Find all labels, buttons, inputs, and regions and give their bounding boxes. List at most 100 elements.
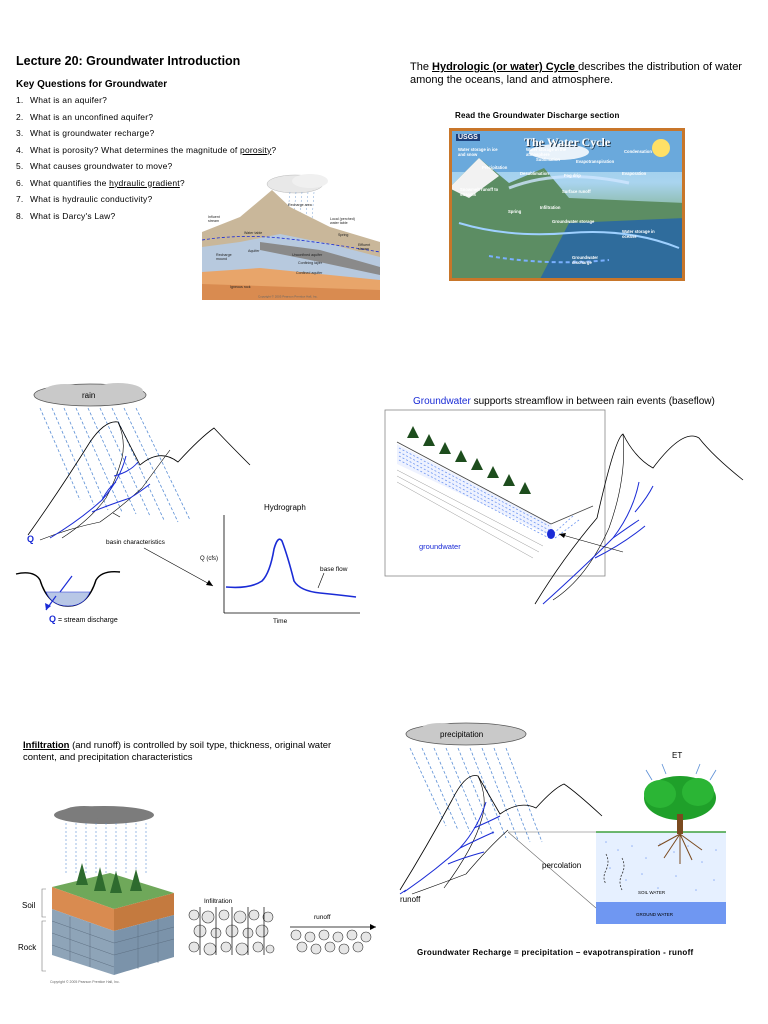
question-number: 4.: [16, 144, 24, 155]
hydrograph-curve: [225, 538, 357, 598]
infiltration-rest: (and runoff) is controlled by soil type,…: [23, 740, 332, 763]
intro-rest: describes the distribution of water amon…: [410, 61, 742, 86]
water-cycle-label: Groundwater storage: [552, 219, 595, 224]
svg-text:Aquifer: Aquifer: [248, 249, 260, 253]
svg-text:Unconfined aquifer: Unconfined aquifer: [292, 253, 323, 257]
question-item: 6.What quantifies the hydraulic gradient…: [16, 175, 276, 192]
precipitation-cloud-label: precipitation: [440, 730, 483, 739]
rain-streaks: [39, 407, 191, 523]
svg-text:Confining layer: Confining layer: [298, 261, 323, 265]
rock-label: Rock: [18, 943, 37, 952]
recharge-diagram: precipitation runoff SOIL WATER GROUND W…: [399, 722, 726, 924]
soil-block-diagram: Soil Rock Copyright © 2005 Pearson Prent…: [18, 806, 376, 984]
hydrograph-title: Hydrograph: [264, 503, 306, 512]
et-arrows: [645, 763, 717, 781]
svg-text:Effluent: Effluent: [358, 243, 370, 247]
question-item: 8.What is Darcy's Law?: [16, 208, 276, 225]
question-item: 5. What causes groundwater to move?: [16, 158, 276, 175]
question-text: What is an aquifer?: [30, 95, 108, 105]
rain-cloud: [33, 383, 147, 407]
question-item: 3.What is groundwater recharge?: [16, 125, 276, 142]
question-number: 7.: [16, 194, 24, 204]
water-cycle-label: Desublimation: [520, 171, 549, 176]
stream-point: [547, 529, 555, 539]
question-text: What causes groundwater to move?: [30, 161, 173, 171]
water-cycle-label: Evaporation: [622, 171, 647, 176]
svg-text:mound: mound: [216, 257, 227, 261]
q-def-symbol: Q: [49, 614, 56, 624]
hydrograph-xlabel: Time: [273, 618, 288, 625]
water-cycle-label: Fog drip: [564, 173, 581, 178]
soil-water-label: SOIL WATER: [638, 890, 666, 895]
hydrograph-chart: Hydrograph Q (cfs) Time base flow: [200, 503, 360, 625]
question-item: 1. What is an aquifer?: [16, 92, 276, 109]
q-def-text: = stream discharge: [58, 617, 118, 624]
question-suffix: ?: [179, 177, 185, 188]
svg-text:Recharge: Recharge: [216, 253, 232, 257]
runoff-grains-label: runoff: [314, 914, 331, 921]
runoff-grains: [290, 929, 372, 955]
infiltration-keyword[interactable]: Infiltration: [23, 740, 70, 751]
baseflow-diagram: groundwater: [384, 409, 744, 605]
question-number: 6.: [16, 177, 24, 188]
infiltration-grains: [188, 909, 275, 956]
basin-characteristics-label: basin characteristics: [106, 539, 166, 546]
question-text: What is hydraulic conductivity?: [30, 194, 153, 204]
water-cycle-label: Snowmelt runoff to streams: [460, 187, 499, 197]
water-cycle-label: Water storage in oceans: [622, 229, 655, 239]
question-number: 5.: [16, 161, 24, 171]
aquifer-cross-section-figure: Recharge area Local (perched) water tabl…: [200, 172, 380, 300]
baseflow-rest: supports streamflow in between rain even…: [470, 396, 715, 407]
hydrologic-intro: The Hydrologic (or water) Cycle describe…: [410, 61, 750, 87]
question-text: What is porosity? What determines the ma…: [30, 144, 241, 155]
trees: [407, 426, 531, 494]
aquifer-copyright: Copyright © 2005 Pearson Prentice Hall, …: [258, 295, 318, 299]
percolation-arrows: [603, 853, 625, 891]
question-link[interactable]: porosity: [240, 144, 272, 155]
water-cycle-label: Surface runoff: [562, 189, 591, 194]
water-cycle-label: Condensation: [624, 149, 652, 154]
water-cycle-label: Water storage in ice and snow: [458, 147, 498, 157]
rain-basin-diagram: rain Q basin characteristics Q = stream …: [15, 383, 251, 624]
question-suffix: ?: [271, 144, 277, 155]
water-cycle-label: Spring: [508, 209, 522, 214]
infiltration-text: Infiltration (and runoff) is controlled …: [23, 740, 353, 764]
soil-water-zone: [596, 832, 726, 902]
question-text: What is an unconfined aquifer?: [30, 111, 154, 122]
water-cycle-label: Sublimation: [536, 157, 560, 162]
question-link[interactable]: hydraulic gradient: [109, 177, 180, 188]
read-note: Read the Groundwater Discharge section: [455, 111, 620, 120]
soil-label: Soil: [22, 901, 36, 910]
water-cycle-label: Groundwater discharge: [572, 255, 599, 265]
mountain-outline: [27, 421, 251, 536]
svg-text:Recharge area: Recharge area: [288, 203, 312, 207]
svg-text:Igneous rock: Igneous rock: [230, 285, 251, 289]
base-flow-label: base flow: [320, 566, 348, 573]
question-text: What is Darcy's Law?: [30, 210, 116, 221]
question-item: 2.What is an unconfined aquifer?: [16, 109, 276, 126]
water-cycle-label: Precipitation: [482, 165, 508, 170]
et-label: ET: [672, 751, 682, 760]
question-number: 1.: [16, 95, 24, 105]
recharge-equation: Groundwater Recharge = precipitation – e…: [417, 948, 694, 957]
q-label: Q: [27, 534, 34, 544]
question-item: 7. What is hydraulic conductivity?: [16, 191, 276, 208]
basin-to-hydrograph-arrow: [143, 547, 214, 587]
water-cycle-label: Evapotranspiration: [576, 159, 615, 164]
key-questions-heading: Key Questions for Groundwater: [16, 79, 168, 90]
stream-network: [49, 455, 151, 539]
intro-lead: The: [410, 61, 433, 73]
groundwater-label: groundwater: [419, 542, 461, 551]
water-cycle-label: Water storage in the atmosphere: [526, 147, 567, 157]
hydrologic-cycle-link[interactable]: Hydrologic (or water) Cycle: [432, 61, 579, 73]
svg-text:stream: stream: [208, 219, 219, 223]
water-cycle-label: Infiltration: [540, 205, 561, 210]
svg-text:Water table: Water table: [244, 231, 262, 235]
question-number: 3.: [16, 128, 24, 138]
runoff-label: runoff: [400, 895, 421, 904]
baseflow-caption: Groundwater supports streamflow in betwe…: [413, 396, 715, 407]
questions-list: 1. What is an aquifer? 2.What is an unconf…: [16, 92, 276, 224]
water-cycle-title: The Water Cycle: [524, 135, 611, 149]
svg-text:Influent: Influent: [208, 215, 220, 219]
baseflow-streams: [542, 481, 654, 605]
